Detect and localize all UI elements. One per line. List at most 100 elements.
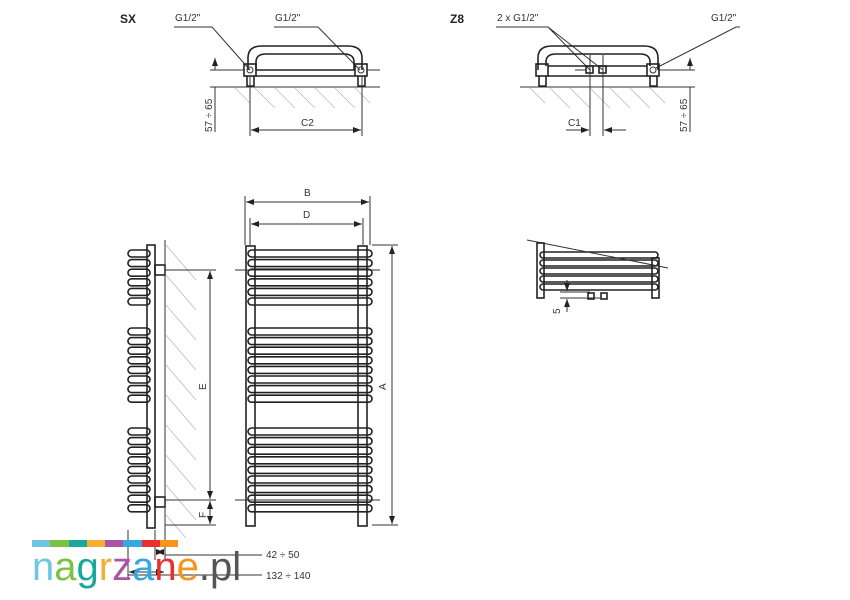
side-bar-profile [127, 249, 151, 258]
logo-color-segment [159, 540, 178, 547]
logo-color-segment [105, 540, 124, 547]
z8-right-thread-label: G1/2" [711, 13, 737, 24]
heating-bar [247, 455, 373, 465]
side-bar-profile [127, 287, 151, 297]
side-bar-profile [127, 484, 151, 494]
heating-bar [247, 258, 373, 268]
logo-letter: n [154, 545, 177, 589]
heating-bar [247, 365, 373, 375]
side-bar-profile [127, 277, 151, 287]
sx-wall-hatch [234, 87, 371, 109]
sx-title: SX [120, 12, 136, 26]
side-bar-profile [127, 258, 151, 268]
side-wall-hatch [165, 244, 197, 539]
heating-bar [247, 494, 373, 504]
heating-bar [247, 475, 373, 484]
side-bar-profile [127, 465, 151, 475]
detail-bar [539, 259, 659, 267]
heating-bar [247, 427, 373, 436]
side-bar-profile [127, 375, 151, 384]
detail-bar [539, 267, 659, 275]
side-bottom-offset-label: F [198, 512, 209, 518]
heating-bar [247, 268, 373, 278]
logo-letter: a [132, 545, 155, 589]
heating-bar [247, 394, 373, 404]
nagrzane-logo: nagrzane.pl [32, 540, 241, 587]
side-bar-profile [127, 503, 151, 513]
detail-bar [539, 251, 659, 259]
logo-letter: a [54, 545, 77, 589]
heating-bar [247, 384, 373, 394]
heating-bar [247, 297, 373, 306]
sx-top-view: SX G1/2" G1/2" 57 ÷ 65 C2 [120, 12, 380, 136]
side-bar-profile [127, 427, 151, 436]
detail-bar [539, 283, 659, 291]
heating-bar [247, 503, 373, 513]
side-bar-profile [127, 455, 151, 465]
logo-color-bar [32, 540, 178, 547]
heating-bar [247, 484, 373, 494]
sx-depth-label: 57 ÷ 65 [204, 98, 215, 132]
front-view: B D A [235, 188, 398, 527]
detail-bar [539, 275, 659, 283]
heating-bar [247, 336, 373, 346]
logo-color-segment [50, 540, 69, 547]
side-depth-label: 132 ÷ 140 [266, 571, 311, 582]
logo-letter: . [198, 545, 210, 589]
side-bar-profile [127, 475, 151, 484]
detail-view: 5 [526, 239, 669, 314]
front-width-outer-label: B [304, 188, 311, 199]
heating-bar [247, 346, 373, 356]
z8-top-view: Z8 2 x G1/2" G1/2" 57 ÷ 65 C1 [450, 12, 740, 136]
heating-bar [247, 327, 373, 336]
detail-gap-label: 5 [552, 308, 563, 314]
logo-letter: l [232, 545, 242, 589]
heating-bar [247, 287, 373, 297]
side-bar-profile [127, 436, 151, 446]
side-view: E F 42 ÷ 50 132 ÷ 140 [127, 240, 311, 582]
heating-bar [247, 277, 373, 287]
side-bar-profile [127, 494, 151, 504]
sx-left-thread-label: G1/2" [175, 13, 201, 24]
z8-spacing-label: C1 [568, 118, 581, 129]
logo-letter: p [209, 545, 233, 589]
heating-bar [247, 249, 373, 258]
side-bar-profile [127, 327, 151, 336]
heating-bar [247, 375, 373, 384]
side-bar-profile [127, 446, 151, 456]
side-bar-profile [127, 355, 151, 365]
logo-letter: g [76, 545, 99, 589]
logo-color-segment [123, 540, 142, 547]
front-width-inner-label: D [303, 210, 310, 221]
logo-letter: e [176, 545, 199, 589]
logo-color-segment [68, 540, 87, 547]
side-bar-profile [127, 297, 151, 306]
side-bar-profile [127, 394, 151, 404]
heating-bar [247, 465, 373, 475]
logo-letter: n [32, 545, 55, 589]
sx-right-thread-label: G1/2" [275, 13, 301, 24]
side-bar-profile [127, 346, 151, 356]
heating-bar [247, 446, 373, 456]
side-bar-profile [127, 384, 151, 394]
z8-left-thread-label: 2 x G1/2" [497, 13, 539, 24]
logo-letter: z [112, 545, 133, 589]
side-bar-profile [127, 365, 151, 375]
side-bar-profile [127, 336, 151, 346]
front-height-label: A [378, 383, 389, 390]
heating-bar [247, 355, 373, 365]
logo-wordmark: nagrzane.pl [32, 547, 241, 587]
logo-color-segment [32, 540, 51, 547]
sx-spacing-label: C2 [301, 118, 314, 129]
side-wall-gap-label: 42 ÷ 50 [266, 550, 300, 561]
side-axis-spacing-label: E [198, 383, 209, 390]
side-bar-profile [127, 268, 151, 278]
z8-title: Z8 [450, 12, 464, 26]
z8-depth-label: 57 ÷ 65 [679, 98, 690, 132]
logo-color-segment [141, 540, 160, 547]
heating-bar [247, 436, 373, 446]
logo-letter: r [98, 545, 113, 589]
z8-wall-hatch [529, 87, 666, 109]
